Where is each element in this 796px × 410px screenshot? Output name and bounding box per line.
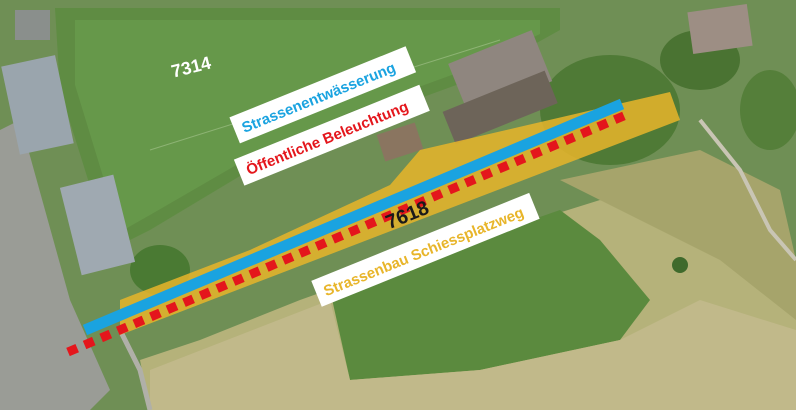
building-roof	[15, 10, 50, 40]
building	[687, 4, 753, 54]
parking-area	[448, 30, 553, 115]
street-west	[0, 120, 110, 410]
tree-cluster	[740, 70, 796, 150]
drainage-line	[82, 98, 625, 336]
path-east	[698, 118, 796, 262]
drainage-label-box	[229, 46, 417, 144]
path-south	[117, 328, 153, 410]
building	[59, 174, 136, 276]
tree	[672, 257, 688, 273]
road-construction-label-box	[311, 192, 540, 307]
crop-field-east	[560, 150, 796, 320]
building	[376, 122, 424, 162]
sports-field-inner	[75, 20, 540, 232]
building	[1, 55, 74, 155]
lighting-label-box	[233, 84, 430, 186]
building	[442, 70, 558, 145]
lighting-line	[66, 110, 628, 357]
crop-field-lower	[150, 300, 796, 410]
grass-field-middle	[330, 210, 650, 380]
